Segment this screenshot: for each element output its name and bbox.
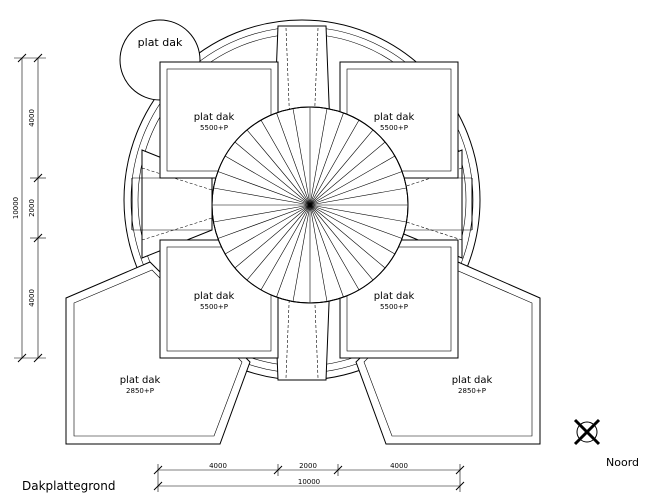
dome-rib-line — [217, 204, 311, 239]
dome-rib-lines — [212, 107, 408, 303]
right-wing-level: 2850+P — [458, 387, 486, 395]
vertical-dimension: 10000 4000 2000 4000 — [12, 53, 46, 363]
dome-rib-line — [309, 119, 360, 206]
roof-br-label: plat dak — [374, 291, 415, 302]
dome-rib-line — [260, 204, 311, 291]
north-label: Noord — [606, 456, 639, 469]
dome-rib-line — [309, 204, 344, 298]
dome-rib-line — [276, 204, 311, 298]
hdim-total: 10000 — [298, 478, 320, 486]
dome-rib-line — [224, 155, 311, 206]
left-wing-roof: plat dak 2850+P — [65, 261, 251, 445]
round-roof-label: plat dak — [138, 36, 183, 49]
vertical-strips — [273, 25, 331, 381]
dome-rib-line — [309, 204, 386, 269]
right-wing-label: plat dak — [452, 375, 493, 386]
dome-rib-line — [309, 204, 403, 239]
dome-rib-line — [276, 112, 311, 206]
roof-bl-level: 5500+P — [200, 303, 228, 311]
vdim-seg-3: 4000 — [28, 289, 36, 307]
dome-rib-line — [309, 187, 407, 206]
dome-rib-line — [309, 204, 328, 302]
dome-rib-line — [234, 204, 311, 269]
dome-rib-line — [217, 171, 311, 206]
dome-rib-line — [234, 141, 311, 206]
vdim-seg-1: 4000 — [28, 109, 36, 127]
hdim-seg-2: 2000 — [299, 462, 317, 470]
dome-rib-line — [309, 204, 396, 255]
roof-tr-level: 5500+P — [380, 124, 408, 132]
hdim-seg-3: 4000 — [390, 462, 408, 470]
dome-rib-line — [309, 204, 374, 281]
dome-rib-line — [224, 204, 311, 255]
left-wing-label: plat dak — [120, 375, 161, 386]
hdim-seg-1: 4000 — [209, 462, 227, 470]
dome-rib-line — [292, 108, 311, 206]
dome-rib-line — [246, 129, 311, 206]
roof-tr-label: plat dak — [374, 112, 415, 123]
roof-br-level: 5500+P — [380, 303, 408, 311]
roof-tl-level: 5500+P — [200, 124, 228, 132]
dome-rib-line — [213, 204, 311, 223]
dome-rib-line — [309, 155, 396, 206]
roof-bl-label: plat dak — [194, 291, 235, 302]
vdim-seg-2: 2000 — [28, 199, 36, 217]
dome-rib-line — [309, 129, 374, 206]
central-radial-dome — [211, 106, 409, 304]
dome-rib-line — [309, 204, 407, 223]
dome-rib-line — [260, 119, 311, 206]
dome-rib-line — [309, 108, 328, 206]
dome-rib-line — [309, 141, 386, 206]
vdim-total: 10000 — [12, 197, 20, 219]
drawing-title: Dakplattegrond — [22, 479, 116, 493]
dome-rib-line — [309, 171, 403, 206]
dome-rib-line — [309, 112, 344, 206]
dome-rib-line — [213, 187, 311, 206]
roof-tl-label: plat dak — [194, 112, 235, 123]
left-wing-level: 2850+P — [126, 387, 154, 395]
horizontal-dimension: 4000 2000 4000 10000 — [153, 462, 465, 492]
dome-rib-line — [246, 204, 311, 281]
north-arrow-icon — [573, 418, 601, 446]
dome-rib-line — [292, 204, 311, 302]
dome-rib-line — [309, 204, 360, 291]
